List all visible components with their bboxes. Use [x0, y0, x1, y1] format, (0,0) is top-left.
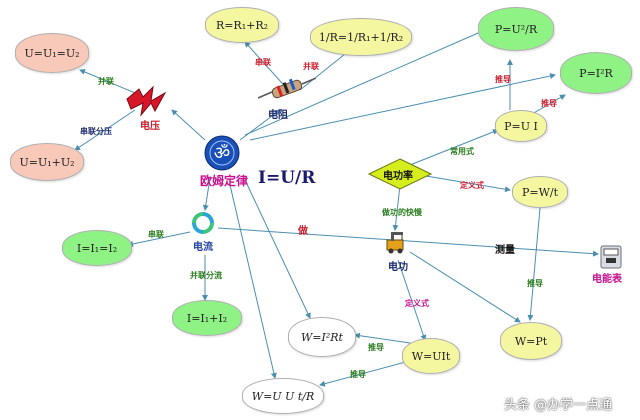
- edge-voltage-parallel: [79, 69, 141, 96]
- edge-power-pui: [409, 129, 499, 166]
- svg-text:ॐ: ॐ: [214, 143, 230, 164]
- edge-label-derive-i2rt: 推导: [368, 343, 384, 352]
- formula-p-ui[interactable]: P=U I: [495, 110, 547, 142]
- node-power-label: 电功率: [383, 171, 413, 182]
- edge-wuit-wi2rt: [354, 332, 411, 344]
- node-ohm-law-cn-label: 欧姆定律: [200, 174, 249, 188]
- formula-w-i2rt[interactable]: W=I²Rt: [288, 317, 356, 357]
- edge-ohm-pu2r: [244, 29, 486, 136]
- edge-ohm-resistor: [239, 109, 281, 141]
- node-resistance-label: 电阻: [268, 110, 288, 121]
- edge-work-wpt: [409, 251, 521, 323]
- node-work-label: 电功: [388, 262, 408, 273]
- formula-w-pt[interactable]: W=Pt: [500, 322, 562, 360]
- edge-label-measure: 测量: [495, 245, 515, 256]
- edge-label-derive-i2r: 推导: [541, 99, 557, 108]
- energy-meter-icon: [600, 245, 622, 269]
- edge-ohm-current: [202, 177, 211, 211]
- edge-voltage-series: [74, 109, 136, 151]
- edge-current-iseries: [127, 231, 191, 247]
- voltage-lightning-icon: [126, 85, 167, 117]
- resistor-icon: [258, 78, 316, 99]
- formula-u-series[interactable]: U=U₁+U₂: [10, 143, 84, 181]
- edge-label-parallel-divide-current: 并联分流: [190, 271, 222, 280]
- edge-resistor-rseries: [244, 41, 291, 93]
- formula-p-wt[interactable]: P=W/t: [512, 176, 568, 208]
- watermark: 头条 @办学一点通: [504, 398, 613, 413]
- edge-ohm-pi2r: [249, 73, 556, 141]
- edge-wuit-wu2tr: [319, 359, 414, 387]
- edge-label-definition-w: 定义式: [405, 299, 429, 308]
- formula-i-series[interactable]: I=I₁=I₂: [62, 230, 132, 266]
- edge-label-series-r: 串联: [255, 58, 271, 67]
- edge-label-derive-u2r: 推导: [495, 75, 511, 84]
- edge-resistor-rparallel: [299, 49, 351, 91]
- formula-p-u2r[interactable]: P=U²/R: [478, 7, 554, 51]
- edge-ohm-wi2rt: [244, 179, 311, 319]
- formula-w-u2tr[interactable]: W=U U t/R: [242, 378, 324, 414]
- node-ohm-law-formula: I=U/R: [258, 168, 316, 188]
- edge-work-wuit: [397, 259, 427, 341]
- edge-label-common: 常用式: [450, 147, 474, 156]
- edge-label-definition-p: 定义式: [460, 181, 484, 190]
- om-symbol-icon: ॐ: [204, 135, 240, 171]
- formula-r-parallel[interactable]: 1/R=1/R₁+1/R₂: [310, 18, 412, 56]
- edge-label-work-speed: 做功的快慢: [382, 208, 422, 217]
- node-current-label: 电流: [193, 242, 213, 253]
- formula-r-series[interactable]: R=R₁+R₂: [205, 7, 279, 43]
- edge-power-work: [392, 184, 401, 231]
- formula-p-i2r[interactable]: P=I²R: [560, 52, 632, 94]
- edge-label-series-divide-voltage: 串联分压: [80, 127, 112, 136]
- edge-ohm-voltage: [171, 109, 206, 141]
- edge-label-derive-u2tr: 推导: [350, 370, 366, 379]
- work-crane-icon: [386, 232, 404, 254]
- edge-label-derive-wt: 推导: [527, 279, 543, 288]
- node-meter-label: 电能表: [592, 274, 622, 285]
- edge-power-pwt: [419, 174, 511, 193]
- edge-label-parallel-r: 并联: [303, 62, 319, 71]
- edge-label-do-work: 做: [298, 226, 308, 237]
- formula-w-uit[interactable]: W=UIt: [402, 338, 460, 374]
- edge-label-parallel: 并联: [98, 77, 114, 86]
- node-voltage-label: 电压: [140, 121, 160, 132]
- edge-current-meter: [217, 227, 599, 257]
- edge-pwt-wpt: [527, 207, 541, 321]
- edge-label-series-i: 串联: [148, 230, 164, 239]
- edge-ohm-wu2tr: [229, 184, 277, 379]
- current-cycle-icon: [192, 212, 214, 234]
- formula-i-parallel[interactable]: I=I₁+I₂: [172, 300, 242, 336]
- formula-u-parallel[interactable]: U=U₁=U₂: [15, 33, 89, 73]
- power-diamond-icon: [368, 158, 432, 190]
